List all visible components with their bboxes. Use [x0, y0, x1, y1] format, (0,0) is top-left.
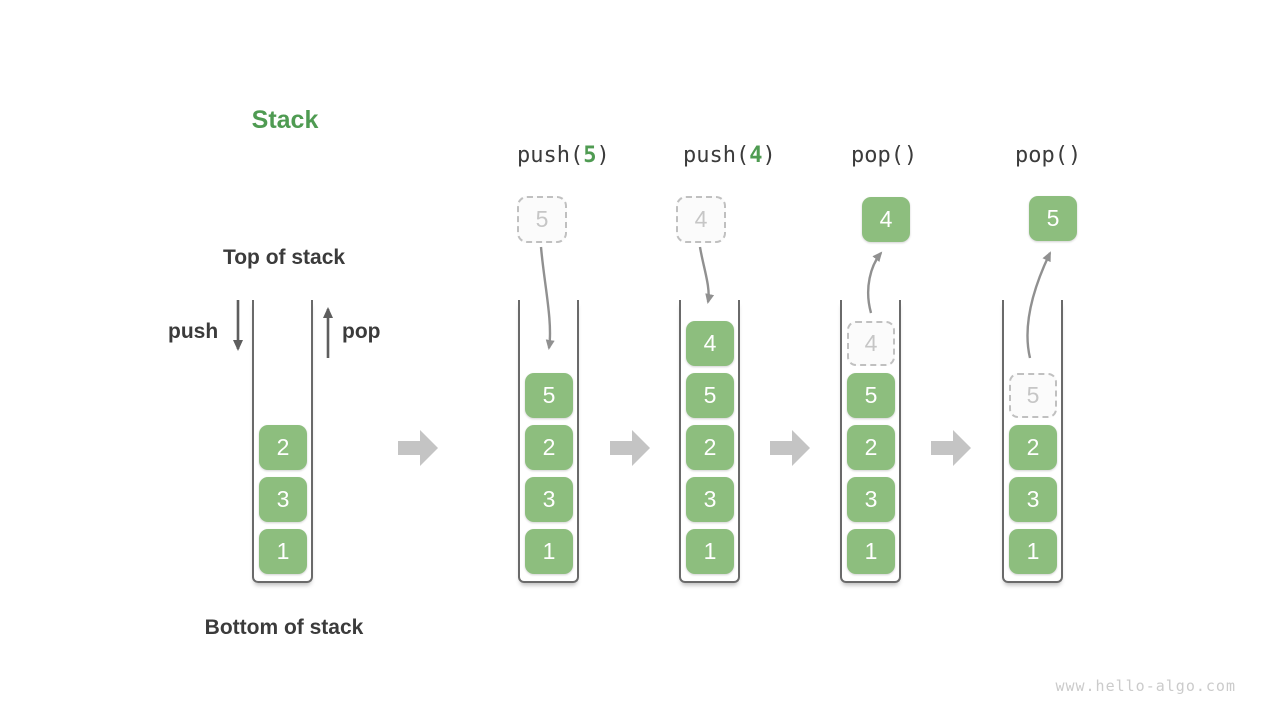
stack-item: 1 — [259, 529, 307, 574]
push-label: push — [168, 320, 219, 343]
top-of-stack-label: Top of stack — [222, 246, 346, 269]
stack-item: 1 — [686, 529, 734, 574]
stack-item: 5 — [847, 373, 895, 418]
transition-arrow-1 — [398, 430, 438, 466]
push-4-arrow — [698, 246, 715, 304]
popped-element-4: 4 — [862, 197, 910, 242]
op-label-push-5: push(5) — [517, 143, 610, 168]
stack-item: 1 — [525, 529, 573, 574]
incoming-element-4: 4 — [676, 196, 726, 243]
op-arg: 5 — [583, 143, 597, 168]
watermark: www.hello-algo.com — [1055, 677, 1236, 695]
stack-after-push-4: 4 5 2 3 1 — [679, 300, 740, 583]
transition-arrow-2 — [610, 430, 650, 466]
stack-item: 1 — [1009, 529, 1057, 574]
stack-initial: 2 3 1 — [252, 300, 313, 583]
stack-item: 3 — [686, 477, 734, 522]
stack-item: 1 — [847, 529, 895, 574]
stack-item: 2 — [525, 425, 573, 470]
op-text: push( — [683, 143, 750, 168]
stack-item-ghost: 5 — [1009, 373, 1057, 418]
stack-item-ghost: 4 — [847, 321, 895, 366]
stack-item: 3 — [847, 477, 895, 522]
transition-arrow-4 — [931, 430, 971, 466]
stack-item: 3 — [259, 477, 307, 522]
stack-after-push-5: 5 2 3 1 — [518, 300, 579, 583]
op-text: ) — [596, 143, 610, 168]
diagram-title: Stack — [251, 106, 319, 134]
op-text: ) — [762, 143, 776, 168]
incoming-element-5: 5 — [517, 196, 567, 243]
stack-item: 2 — [686, 425, 734, 470]
stack-after-pop-5: 5 2 3 1 — [1002, 300, 1063, 583]
stack-item: 3 — [525, 477, 573, 522]
stack-after-pop-4: 4 5 2 3 1 — [840, 300, 901, 583]
bottom-of-stack-label: Bottom of stack — [204, 616, 364, 639]
op-text: push( — [517, 143, 584, 168]
stack-item: 2 — [847, 425, 895, 470]
pop-label: pop — [342, 320, 381, 343]
op-label-push-4: push(4) — [683, 143, 776, 168]
stack-item: 3 — [1009, 477, 1057, 522]
popped-element-5: 5 — [1029, 196, 1077, 241]
stack-item: 2 — [1009, 425, 1057, 470]
op-label-pop-2: pop() — [1015, 143, 1082, 168]
op-arg: 4 — [749, 143, 763, 168]
op-label-pop-1: pop() — [851, 143, 918, 168]
transition-arrow-3 — [770, 430, 810, 466]
stack-item: 2 — [259, 425, 307, 470]
stack-item: 4 — [686, 321, 734, 366]
stack-item: 5 — [525, 373, 573, 418]
stack-item: 5 — [686, 373, 734, 418]
